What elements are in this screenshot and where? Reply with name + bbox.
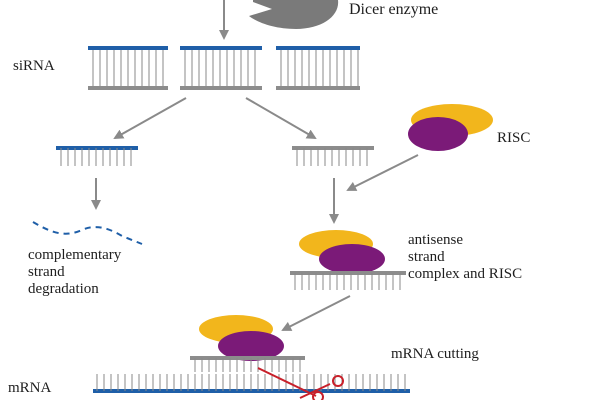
antisense-strand xyxy=(292,146,374,166)
sense-strand xyxy=(56,146,138,166)
arrow-risc-to-strand xyxy=(346,154,419,191)
mrna-label: mRNA xyxy=(8,380,52,396)
mrna-cutting-label: mRNA cutting xyxy=(391,346,479,362)
risc-complex-icon xyxy=(408,104,493,151)
sirna-duplexes xyxy=(88,46,360,90)
dicer-enzyme-label: Dicer enzyme xyxy=(349,1,439,18)
dicer-enzyme-icon xyxy=(249,0,339,29)
label-line: strand xyxy=(28,264,65,280)
risc-label: RISC xyxy=(497,130,531,146)
arrow-complex-to-mrna xyxy=(281,295,351,331)
label-line: antisense xyxy=(408,232,463,248)
antisense-complex-label: antisense strand complex and RISC xyxy=(408,232,522,283)
sirna-label: siRNA xyxy=(13,58,55,74)
mrna-strand xyxy=(93,374,410,393)
guide-strand-on-mrna xyxy=(190,356,305,372)
label-line: complex and RISC xyxy=(408,266,523,282)
arrow-sirna-to-antisense xyxy=(245,97,317,140)
label-line: degradation xyxy=(28,281,99,297)
scissors-icon xyxy=(257,367,344,400)
complex-strand xyxy=(290,271,406,290)
complementary-strand-degradation-label: complementary strand degradation xyxy=(28,247,121,298)
label-line: complementary xyxy=(28,247,122,263)
mrna-risc-complex xyxy=(199,315,284,361)
degraded-strand xyxy=(32,221,143,245)
label-line: strand xyxy=(408,249,445,265)
antisense-risc-complex xyxy=(299,230,385,274)
arrow-sirna-to-sense xyxy=(113,97,187,139)
